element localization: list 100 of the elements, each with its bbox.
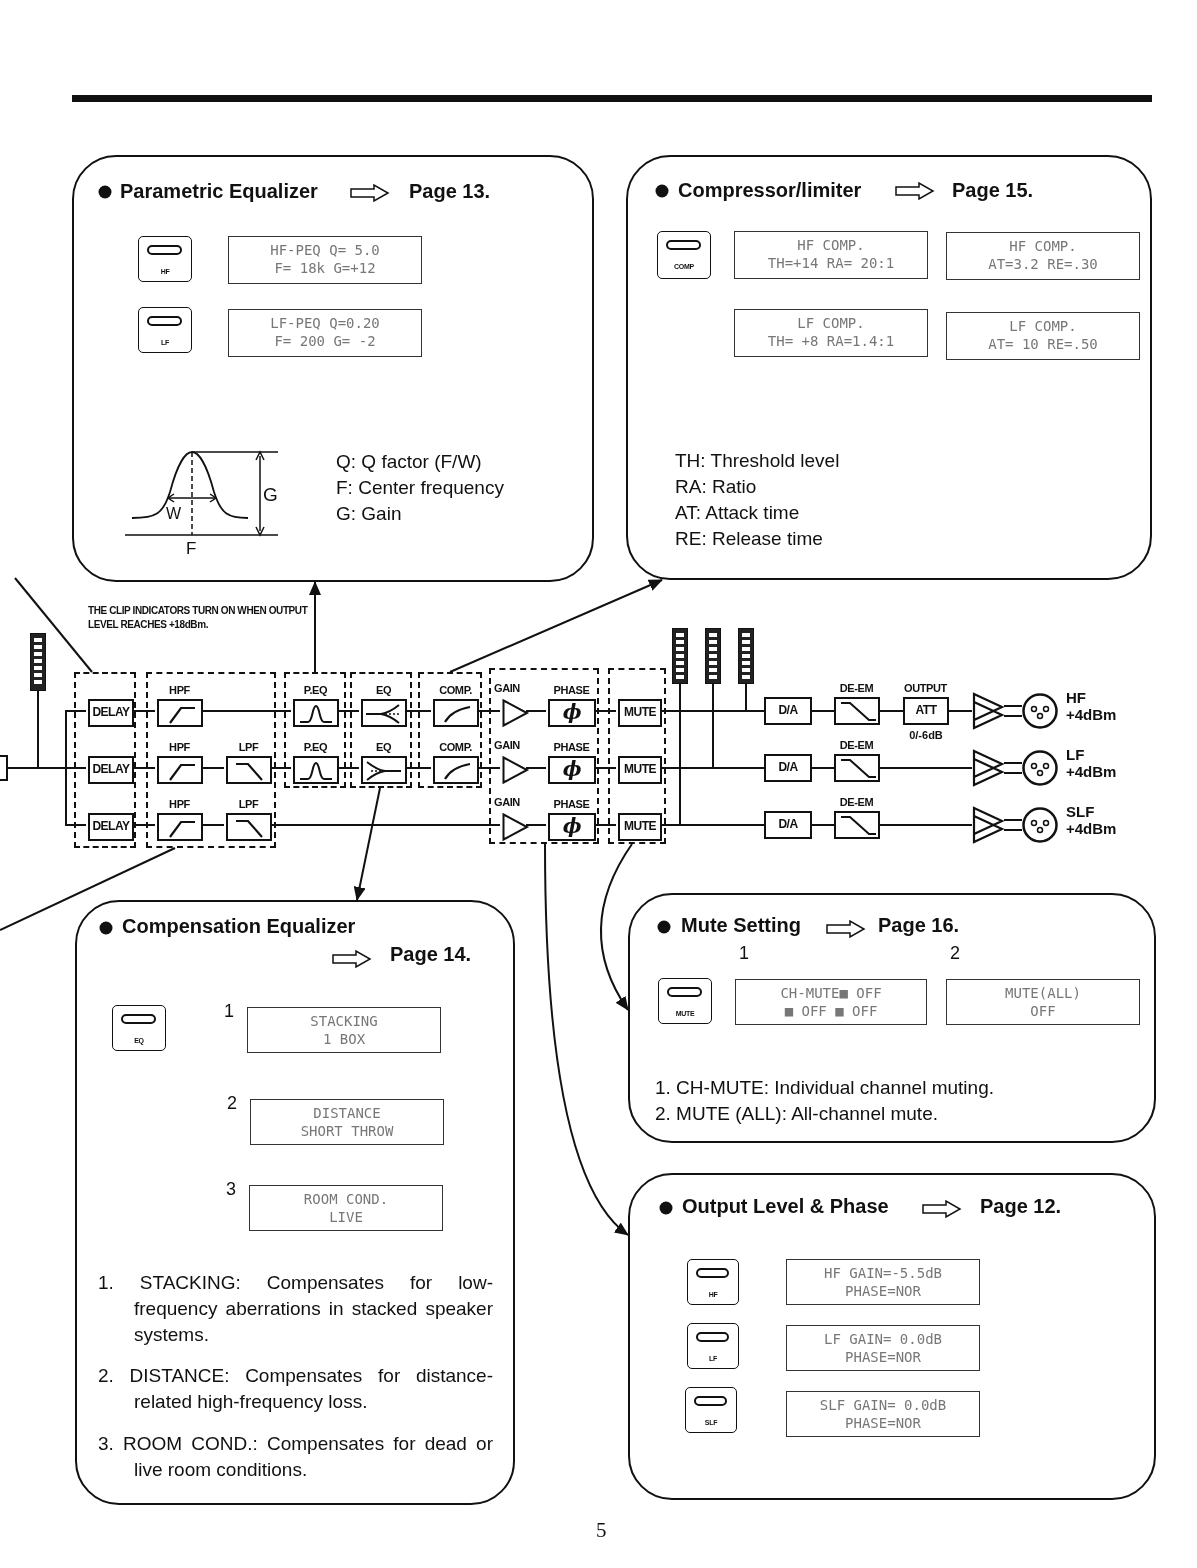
display-text: 1 BOX bbox=[321, 1030, 367, 1048]
display-text: OFF bbox=[1029, 1002, 1057, 1020]
dashed-group-box bbox=[489, 668, 599, 844]
signal-line bbox=[879, 824, 973, 826]
block-label: PHASE bbox=[552, 741, 591, 754]
lcd-display bbox=[946, 232, 1140, 280]
lcd-display bbox=[946, 312, 1140, 360]
block-label: GAIN bbox=[494, 796, 521, 809]
block-label: COMP. bbox=[438, 684, 473, 697]
side-label: LF +4dBm bbox=[1066, 746, 1118, 780]
signal-line bbox=[593, 710, 617, 712]
display-text: LF GAIN= 0.0dB bbox=[823, 1330, 943, 1348]
lcd-display bbox=[249, 1185, 443, 1231]
display-text: TH=+14 RA= 20:1 bbox=[766, 254, 896, 272]
balanced-driver-symbol bbox=[972, 749, 1004, 787]
definition-text: AT: Attack time bbox=[675, 501, 801, 525]
signal-line bbox=[811, 767, 835, 769]
pointer-arrow bbox=[353, 787, 381, 901]
signal-line bbox=[7, 767, 87, 826]
display-text: AT= 10 RE=.50 bbox=[987, 335, 1099, 353]
signal-line bbox=[525, 824, 547, 826]
section-panel bbox=[628, 1173, 1156, 1500]
list-item: 2. MUTE (ALL): All-channel mute. bbox=[655, 1102, 939, 1126]
block-text: DELAY bbox=[91, 704, 131, 721]
block-label: P.EQ bbox=[302, 741, 329, 754]
side-label: SLF +4dBm bbox=[1066, 803, 1118, 837]
display-text: F= 200 G= -2 bbox=[273, 332, 377, 350]
signal-line bbox=[404, 767, 432, 769]
dimension-label: G bbox=[263, 483, 278, 507]
definition-text: RA: Ratio bbox=[675, 475, 758, 499]
process-block bbox=[88, 699, 134, 727]
signal-line bbox=[269, 767, 292, 769]
block-text: MUTE bbox=[623, 704, 657, 721]
signal-line bbox=[200, 710, 292, 712]
process-block bbox=[764, 811, 812, 839]
block-label: GAIN bbox=[494, 682, 521, 695]
side-label: 0/-6dB bbox=[908, 728, 944, 743]
block-text: ATT bbox=[914, 702, 938, 719]
balanced-driver-symbol bbox=[972, 806, 1004, 844]
block-text: ϕ bbox=[561, 815, 583, 838]
dimension-label: F bbox=[186, 538, 197, 560]
section-panel bbox=[75, 900, 515, 1505]
block-label: HPF bbox=[168, 741, 191, 754]
balanced-driver-symbol bbox=[972, 692, 1004, 730]
section-panel bbox=[628, 893, 1156, 1143]
display-text: HF COMP. bbox=[796, 236, 866, 254]
dashed-group-box bbox=[74, 672, 136, 848]
block-text: D/A bbox=[777, 702, 799, 719]
signal-line bbox=[948, 710, 973, 712]
signal-line bbox=[1003, 762, 1023, 774]
lcd-display bbox=[786, 1391, 980, 1437]
block-label: LPF bbox=[237, 798, 260, 811]
level-meter bbox=[705, 628, 721, 684]
section-title: Output Level & Phase bbox=[682, 1195, 889, 1218]
output-connector-symbol bbox=[1022, 807, 1058, 843]
level-meter bbox=[30, 633, 46, 691]
definition-text: TH: Threshold level bbox=[675, 449, 841, 473]
signal-line bbox=[1003, 705, 1023, 717]
signal-line bbox=[879, 710, 904, 712]
lcd-display bbox=[250, 1099, 444, 1145]
lcd-display bbox=[228, 309, 422, 357]
page-reference: Page 16. bbox=[878, 914, 960, 937]
display-text: F= 18k G=+12 bbox=[273, 259, 377, 277]
display-text: MUTE(ALL) bbox=[1004, 984, 1082, 1002]
block-label: LPF bbox=[237, 741, 260, 754]
signal-line bbox=[476, 710, 501, 712]
pointer-arrow bbox=[309, 581, 321, 673]
display-text: LF COMP. bbox=[796, 314, 866, 332]
lcd-display bbox=[946, 979, 1140, 1025]
dashed-group-box bbox=[350, 672, 412, 788]
process-block bbox=[618, 699, 662, 727]
lcd-display bbox=[786, 1325, 980, 1371]
page-reference: Page 12. bbox=[980, 1195, 1062, 1218]
display-text: LIVE bbox=[328, 1208, 364, 1226]
process-block bbox=[764, 754, 812, 782]
lcd-display bbox=[786, 1259, 980, 1305]
side-label: HF +4dBm bbox=[1066, 689, 1118, 723]
block-text: DELAY bbox=[91, 818, 131, 835]
dashed-group-box bbox=[608, 668, 666, 844]
signal-line bbox=[404, 710, 432, 712]
display-text: SLF GAIN= 0.0dB bbox=[818, 1396, 948, 1414]
dashed-group-box bbox=[418, 672, 482, 788]
block-label: HPF bbox=[168, 798, 191, 811]
output-connector-symbol bbox=[1022, 750, 1058, 786]
display-text: PHASE=NOR bbox=[844, 1414, 922, 1432]
list-item: 3. ROOM COND.: Compensates for dead or live room conditions. bbox=[98, 1432, 493, 1482]
signal-line bbox=[525, 767, 547, 769]
display-text: PHASE=NOR bbox=[844, 1282, 922, 1300]
block-label: GAIN bbox=[494, 739, 521, 752]
display-text: HF-PEQ Q= 5.0 bbox=[269, 241, 381, 259]
block-text: D/A bbox=[777, 816, 799, 833]
signal-line bbox=[525, 710, 547, 712]
lcd-display bbox=[734, 309, 928, 357]
dashed-group-box bbox=[284, 672, 346, 788]
block-label: DE-EM bbox=[838, 739, 875, 752]
block-label: DE-EM bbox=[838, 682, 875, 695]
display-text: HF GAIN=-5.5dB bbox=[823, 1264, 943, 1282]
side-label: 2 bbox=[950, 945, 961, 962]
signal-line bbox=[200, 824, 225, 826]
signal-line bbox=[336, 710, 360, 712]
